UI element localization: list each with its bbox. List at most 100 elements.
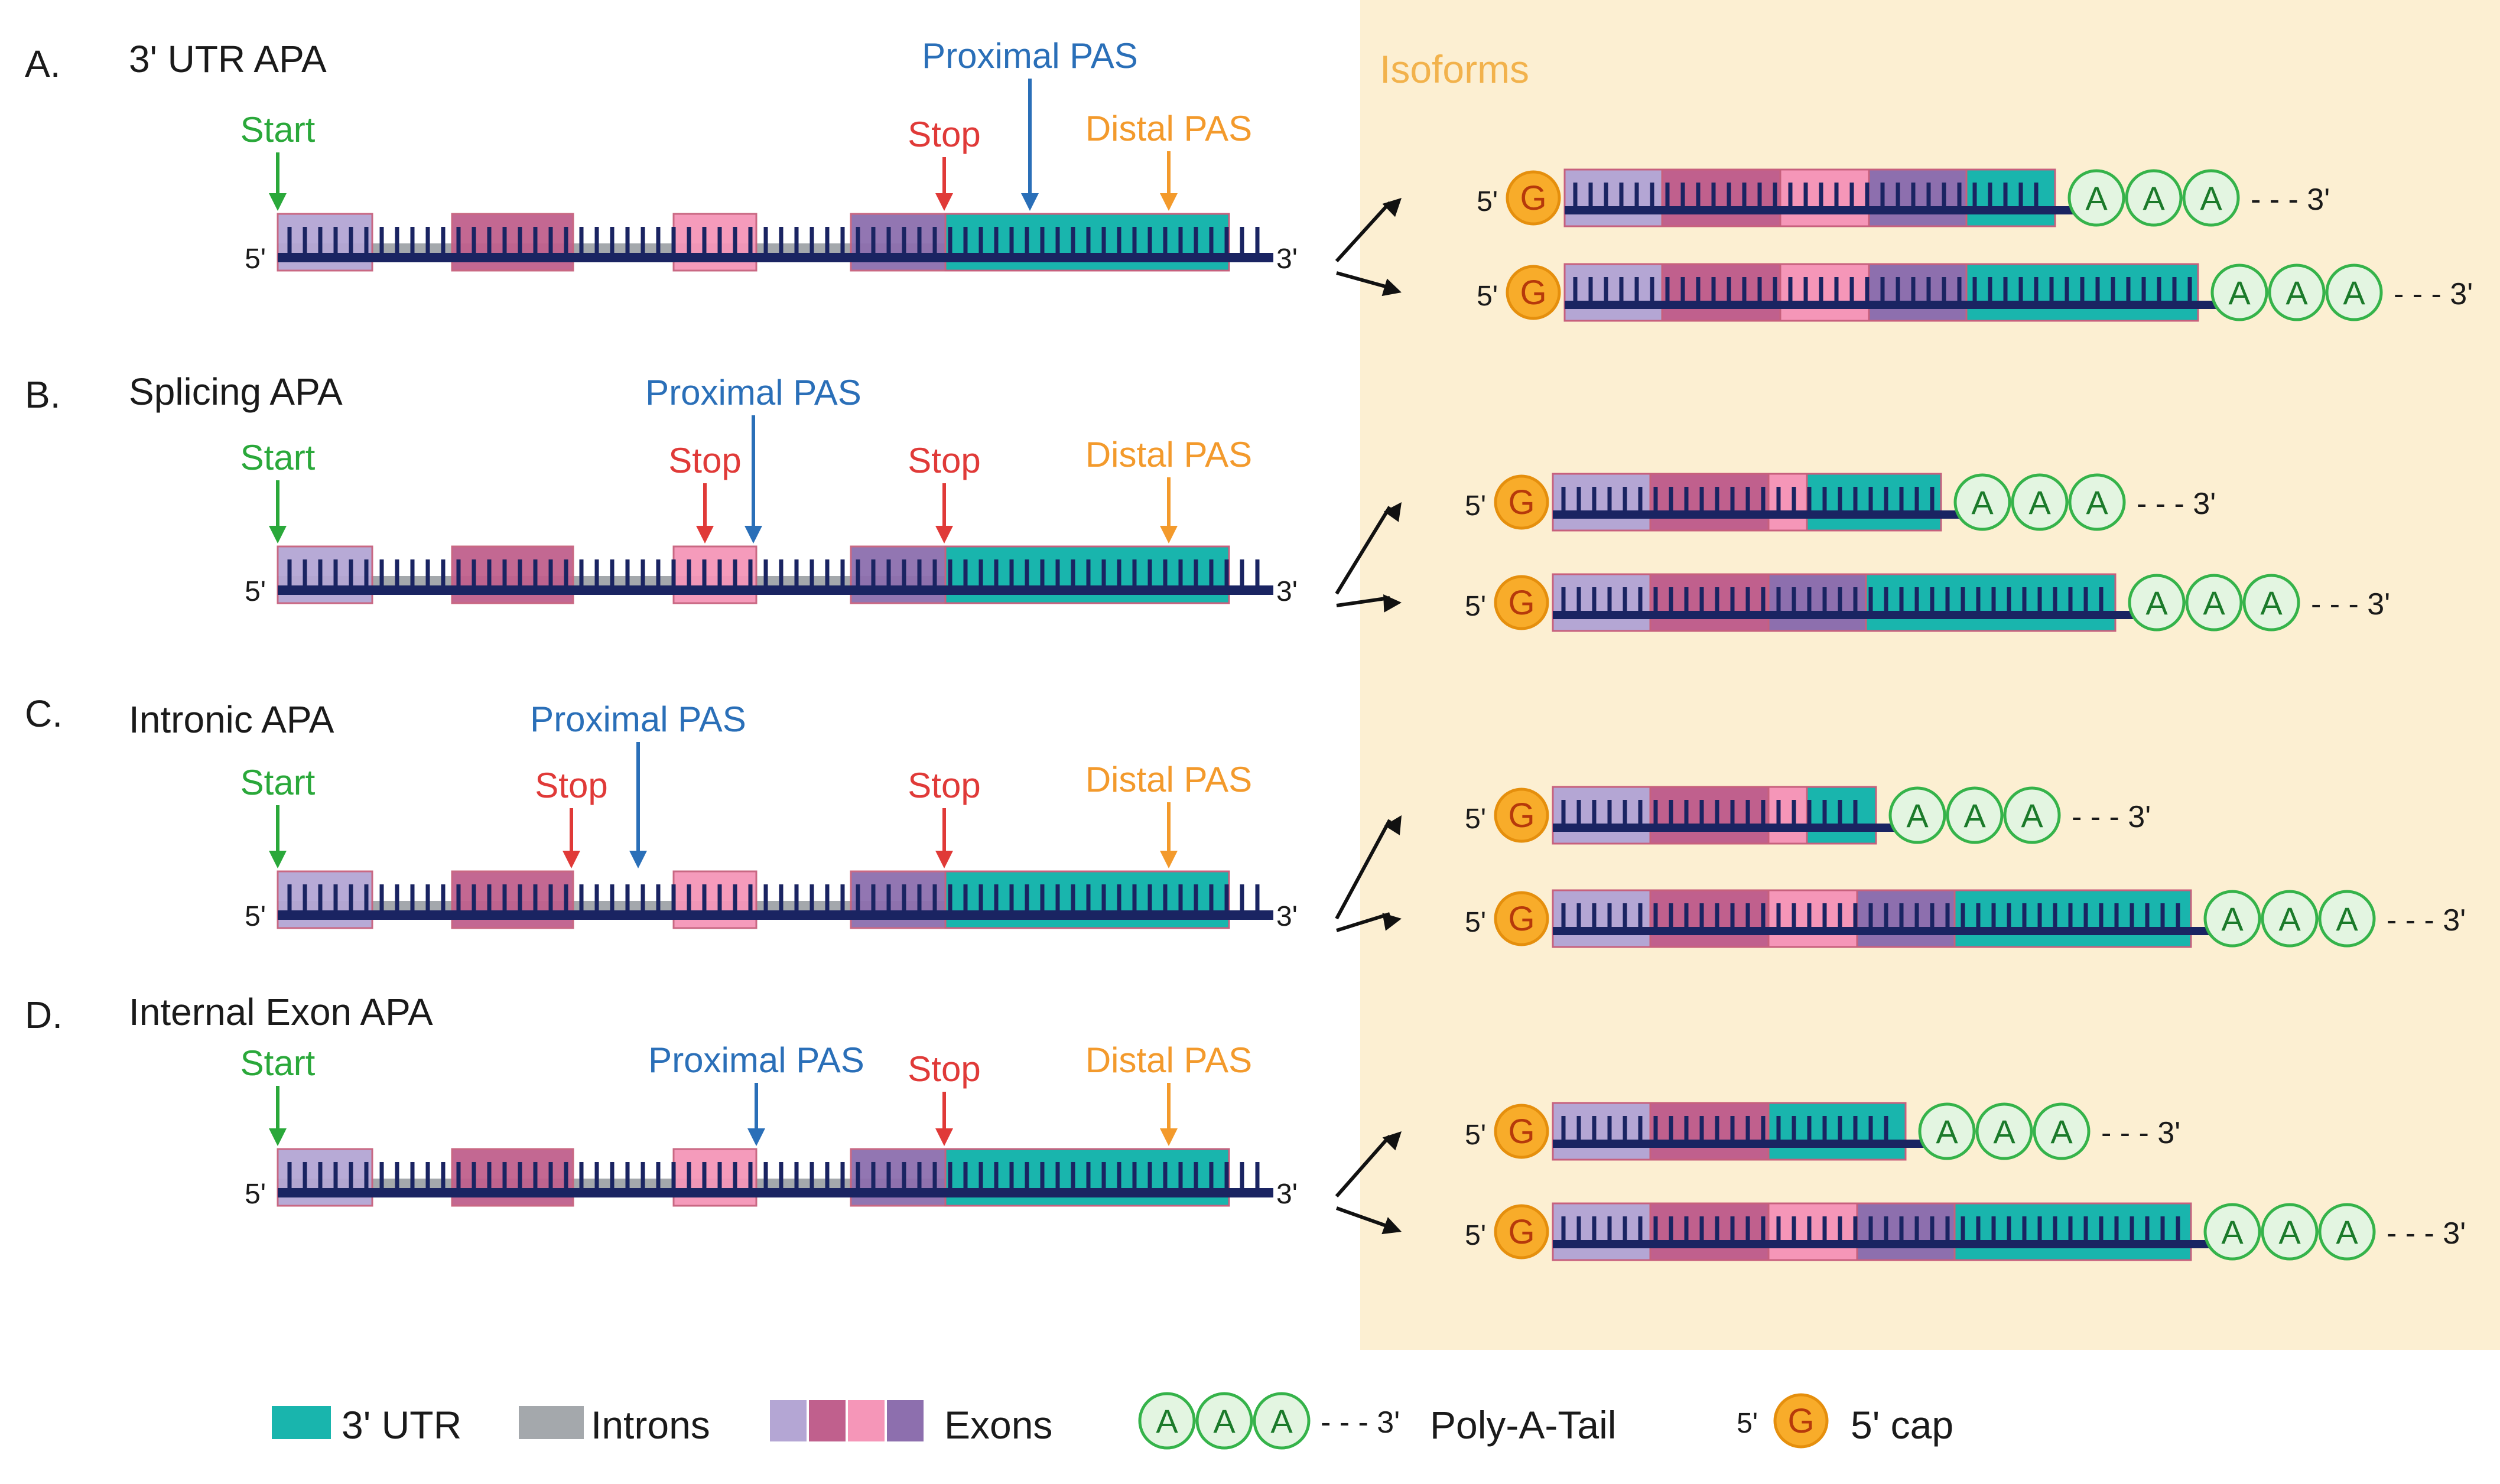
- connector-head: [1382, 198, 1402, 217]
- marker-stop: Stop: [908, 115, 981, 211]
- connector-shaft: [1335, 201, 1392, 263]
- legend-cap-letter: G: [1787, 1402, 1814, 1440]
- polya-letter: A: [2228, 274, 2251, 311]
- backbone: [278, 910, 1273, 920]
- stop-arrow-head: [935, 526, 953, 544]
- isoform-utr: [1806, 473, 1942, 532]
- legend-polya-label: Poly-A-Tail: [1430, 1403, 1616, 1447]
- five-prime-label: 5': [245, 576, 266, 607]
- cap-circle: [1494, 891, 1549, 946]
- exon-3: [1767, 889, 1858, 948]
- tick-marks: [1561, 487, 1935, 514]
- distal-arrow-head: [1160, 851, 1178, 868]
- exon-3: [1767, 1202, 1858, 1261]
- legend-polya-letter: A: [1270, 1402, 1293, 1440]
- panel-letter: A.: [25, 43, 60, 85]
- marker-proximal: Proximal PAS: [922, 36, 1138, 211]
- isoform-backbone: [1553, 927, 2215, 935]
- start-arrow: [269, 805, 287, 868]
- polya-letter: A: [2278, 900, 2301, 938]
- marker-stop: Stop: [535, 766, 608, 868]
- connector-arrow: [1335, 198, 1402, 263]
- isoform-utr: [1965, 168, 2056, 227]
- proximal-arrow: [629, 742, 647, 868]
- tail-end: - - - 3': [2387, 903, 2466, 938]
- tick-marks: [1573, 277, 2192, 304]
- cap-circle: [1506, 170, 1561, 226]
- marker-start: Start: [240, 1043, 316, 1146]
- distal-label: Distal PAS: [1085, 1040, 1252, 1080]
- isoform-five-prime: 5': [1465, 907, 1486, 938]
- cap-circle: [1494, 474, 1549, 530]
- distal-arrow: [1160, 802, 1178, 868]
- proximal-arrow: [745, 415, 762, 544]
- legend-exon-swatch: [887, 1400, 924, 1441]
- polya-circle: [2182, 169, 2240, 227]
- panel-letter: C.: [25, 692, 63, 735]
- connector-arrow: [1335, 1206, 1402, 1235]
- connector-shaft: [1336, 271, 1390, 289]
- polya-circle: [1888, 786, 1946, 844]
- connector-head: [1382, 1131, 1402, 1151]
- exon-4: [1767, 573, 1867, 632]
- isoform-utr: [1953, 889, 2192, 948]
- isoform-backbone: [1553, 1140, 1929, 1148]
- exon-1: [1552, 786, 1652, 845]
- start-label: Start: [240, 110, 316, 149]
- cap-letter: G: [1508, 796, 1535, 835]
- stop-label: Stop: [908, 1049, 980, 1089]
- isoform-five-prime: 5': [1465, 803, 1486, 835]
- stop-arrow-head: [935, 851, 953, 868]
- distal-label: Distal PAS: [1085, 760, 1252, 799]
- isoform-backbone: [1553, 510, 1965, 519]
- stop-arrow: [696, 483, 714, 544]
- proximal-label: Proximal PAS: [922, 36, 1138, 76]
- cap-letter: G: [1520, 179, 1546, 217]
- cap-letter: G: [1508, 483, 1535, 522]
- exon-3s: [1767, 473, 1808, 532]
- marker-start: Start: [240, 763, 316, 868]
- connector-head: [1382, 913, 1402, 931]
- legend-polya-letter: A: [1156, 1402, 1178, 1440]
- start-label: Start: [240, 438, 316, 477]
- cap-letter: G: [1508, 900, 1535, 938]
- isoform-utr: [1767, 1102, 1907, 1161]
- polya-letter: A: [1971, 484, 1994, 521]
- tick-marks: [287, 559, 1260, 588]
- exon-4: [1868, 263, 1968, 322]
- start-arrow-head: [269, 526, 287, 544]
- distal-arrow-head: [1160, 1128, 1178, 1146]
- connector-arrow: [1336, 912, 1402, 932]
- three-prime-label: 3': [1276, 243, 1298, 275]
- polya-circle: [1953, 473, 2011, 531]
- polya-letter: A: [2278, 1213, 2301, 1251]
- tick-marks: [1561, 800, 1858, 827]
- polya-circle: [2203, 1203, 2261, 1261]
- legend-cap-label: 5' cap: [1851, 1403, 1953, 1447]
- polya-letter: A: [2086, 484, 2108, 521]
- exon-1: [1552, 473, 1652, 532]
- polya-circle: [1946, 786, 2004, 844]
- tick-marks: [287, 884, 1260, 913]
- distal-label: Distal PAS: [1085, 109, 1252, 148]
- panel-letter: D.: [25, 994, 63, 1036]
- tick-marks: [1561, 903, 2180, 930]
- polya-circle: [2067, 169, 2125, 227]
- connector-shaft: [1336, 912, 1390, 932]
- exon-2: [1649, 1102, 1770, 1161]
- connector-head: [1384, 815, 1402, 835]
- isoform-five-prime: 5': [1465, 490, 1486, 522]
- start-arrow: [269, 152, 287, 211]
- marker-proximal: Proximal PAS: [530, 699, 746, 868]
- proximal-arrow: [747, 1083, 765, 1146]
- stop-arrow: [935, 157, 953, 211]
- proximal-arrow: [1021, 79, 1039, 211]
